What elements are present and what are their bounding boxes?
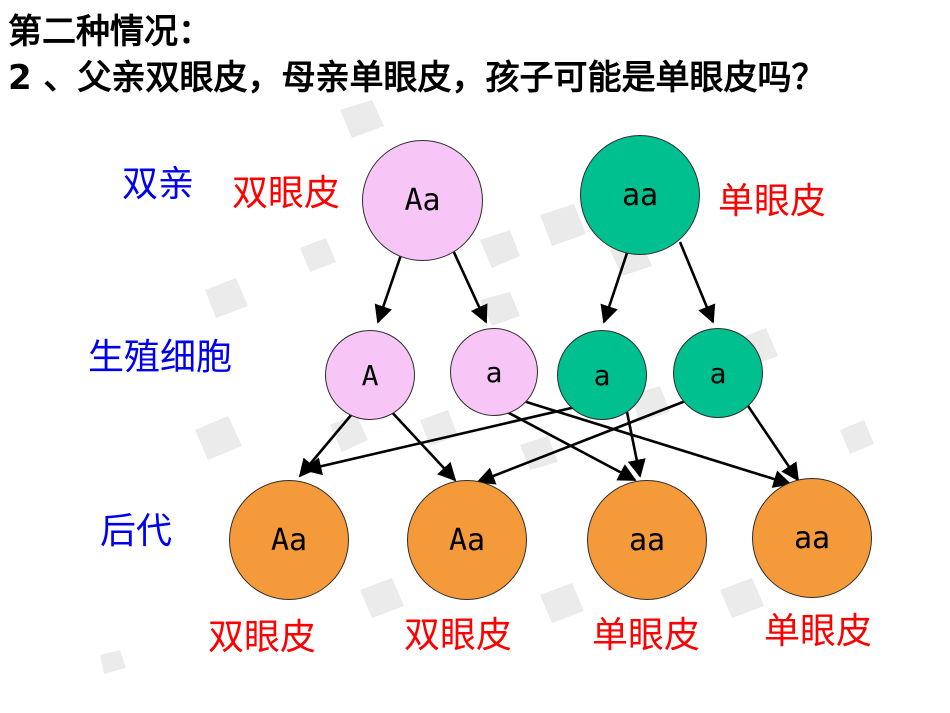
arrow-g4-o2	[476, 398, 689, 485]
arrow-parent2-gamete4	[678, 241, 716, 324]
parent-father-genotype: Aa	[404, 183, 441, 218]
offspring-phenotype-3: 单眼皮	[592, 615, 701, 656]
question-text: 2 、父亲双眼皮，母亲单眼皮，孩子可能是单眼皮吗？	[8, 58, 826, 98]
arrow-parent1-gamete1	[374, 251, 404, 324]
arrow-g4-o4	[742, 399, 800, 482]
gamete-circle-2: a	[450, 328, 538, 416]
arrow-g3-o1	[303, 404, 581, 476]
offspring-circle-4: aa	[752, 478, 872, 598]
gamete-allele-4: a	[709, 356, 727, 390]
arrow-g1-o1	[298, 413, 353, 478]
gamete-allele-1: A	[361, 358, 379, 392]
offspring-circle-3: aa	[587, 480, 707, 600]
section-title: 第二种情况：	[8, 12, 212, 52]
offspring-phenotype-4: 单眼皮	[764, 611, 873, 652]
offspring-phenotype-2: 双眼皮	[404, 615, 513, 656]
offspring-genotype-1: Aa	[270, 522, 308, 558]
offspring-phenotype-1: 双眼皮	[208, 617, 317, 658]
offspring-circle-2: Aa	[407, 480, 527, 600]
parent-father-phenotype: 双眼皮	[232, 173, 341, 214]
parent-mother-circle: aa	[580, 135, 700, 255]
row-label-parents: 双亲	[122, 164, 195, 205]
offspring-genotype-4: aa	[793, 520, 831, 556]
gamete-allele-3: a	[593, 358, 611, 392]
offspring-circle-1: Aa	[229, 480, 349, 600]
offspring-genotype-3: aa	[628, 522, 666, 558]
row-label-gametes: 生殖细胞	[88, 337, 233, 378]
arrow-parent2-gamete3	[600, 249, 630, 324]
gamete-circle-1: A	[325, 330, 415, 420]
arrow-g2-o4	[519, 398, 792, 488]
parent-mother-genotype: aa	[621, 177, 659, 213]
offspring-genotype-2: Aa	[448, 522, 486, 558]
parent-mother-phenotype: 单眼皮	[718, 181, 827, 222]
arrow-parent1-gamete2	[450, 247, 488, 324]
parent-father-circle: Aa	[362, 140, 483, 261]
gamete-allele-2: a	[485, 355, 503, 389]
gamete-circle-3: a	[557, 330, 647, 420]
gamete-circle-4: a	[673, 328, 763, 418]
row-label-offspring: 后代	[100, 511, 173, 552]
